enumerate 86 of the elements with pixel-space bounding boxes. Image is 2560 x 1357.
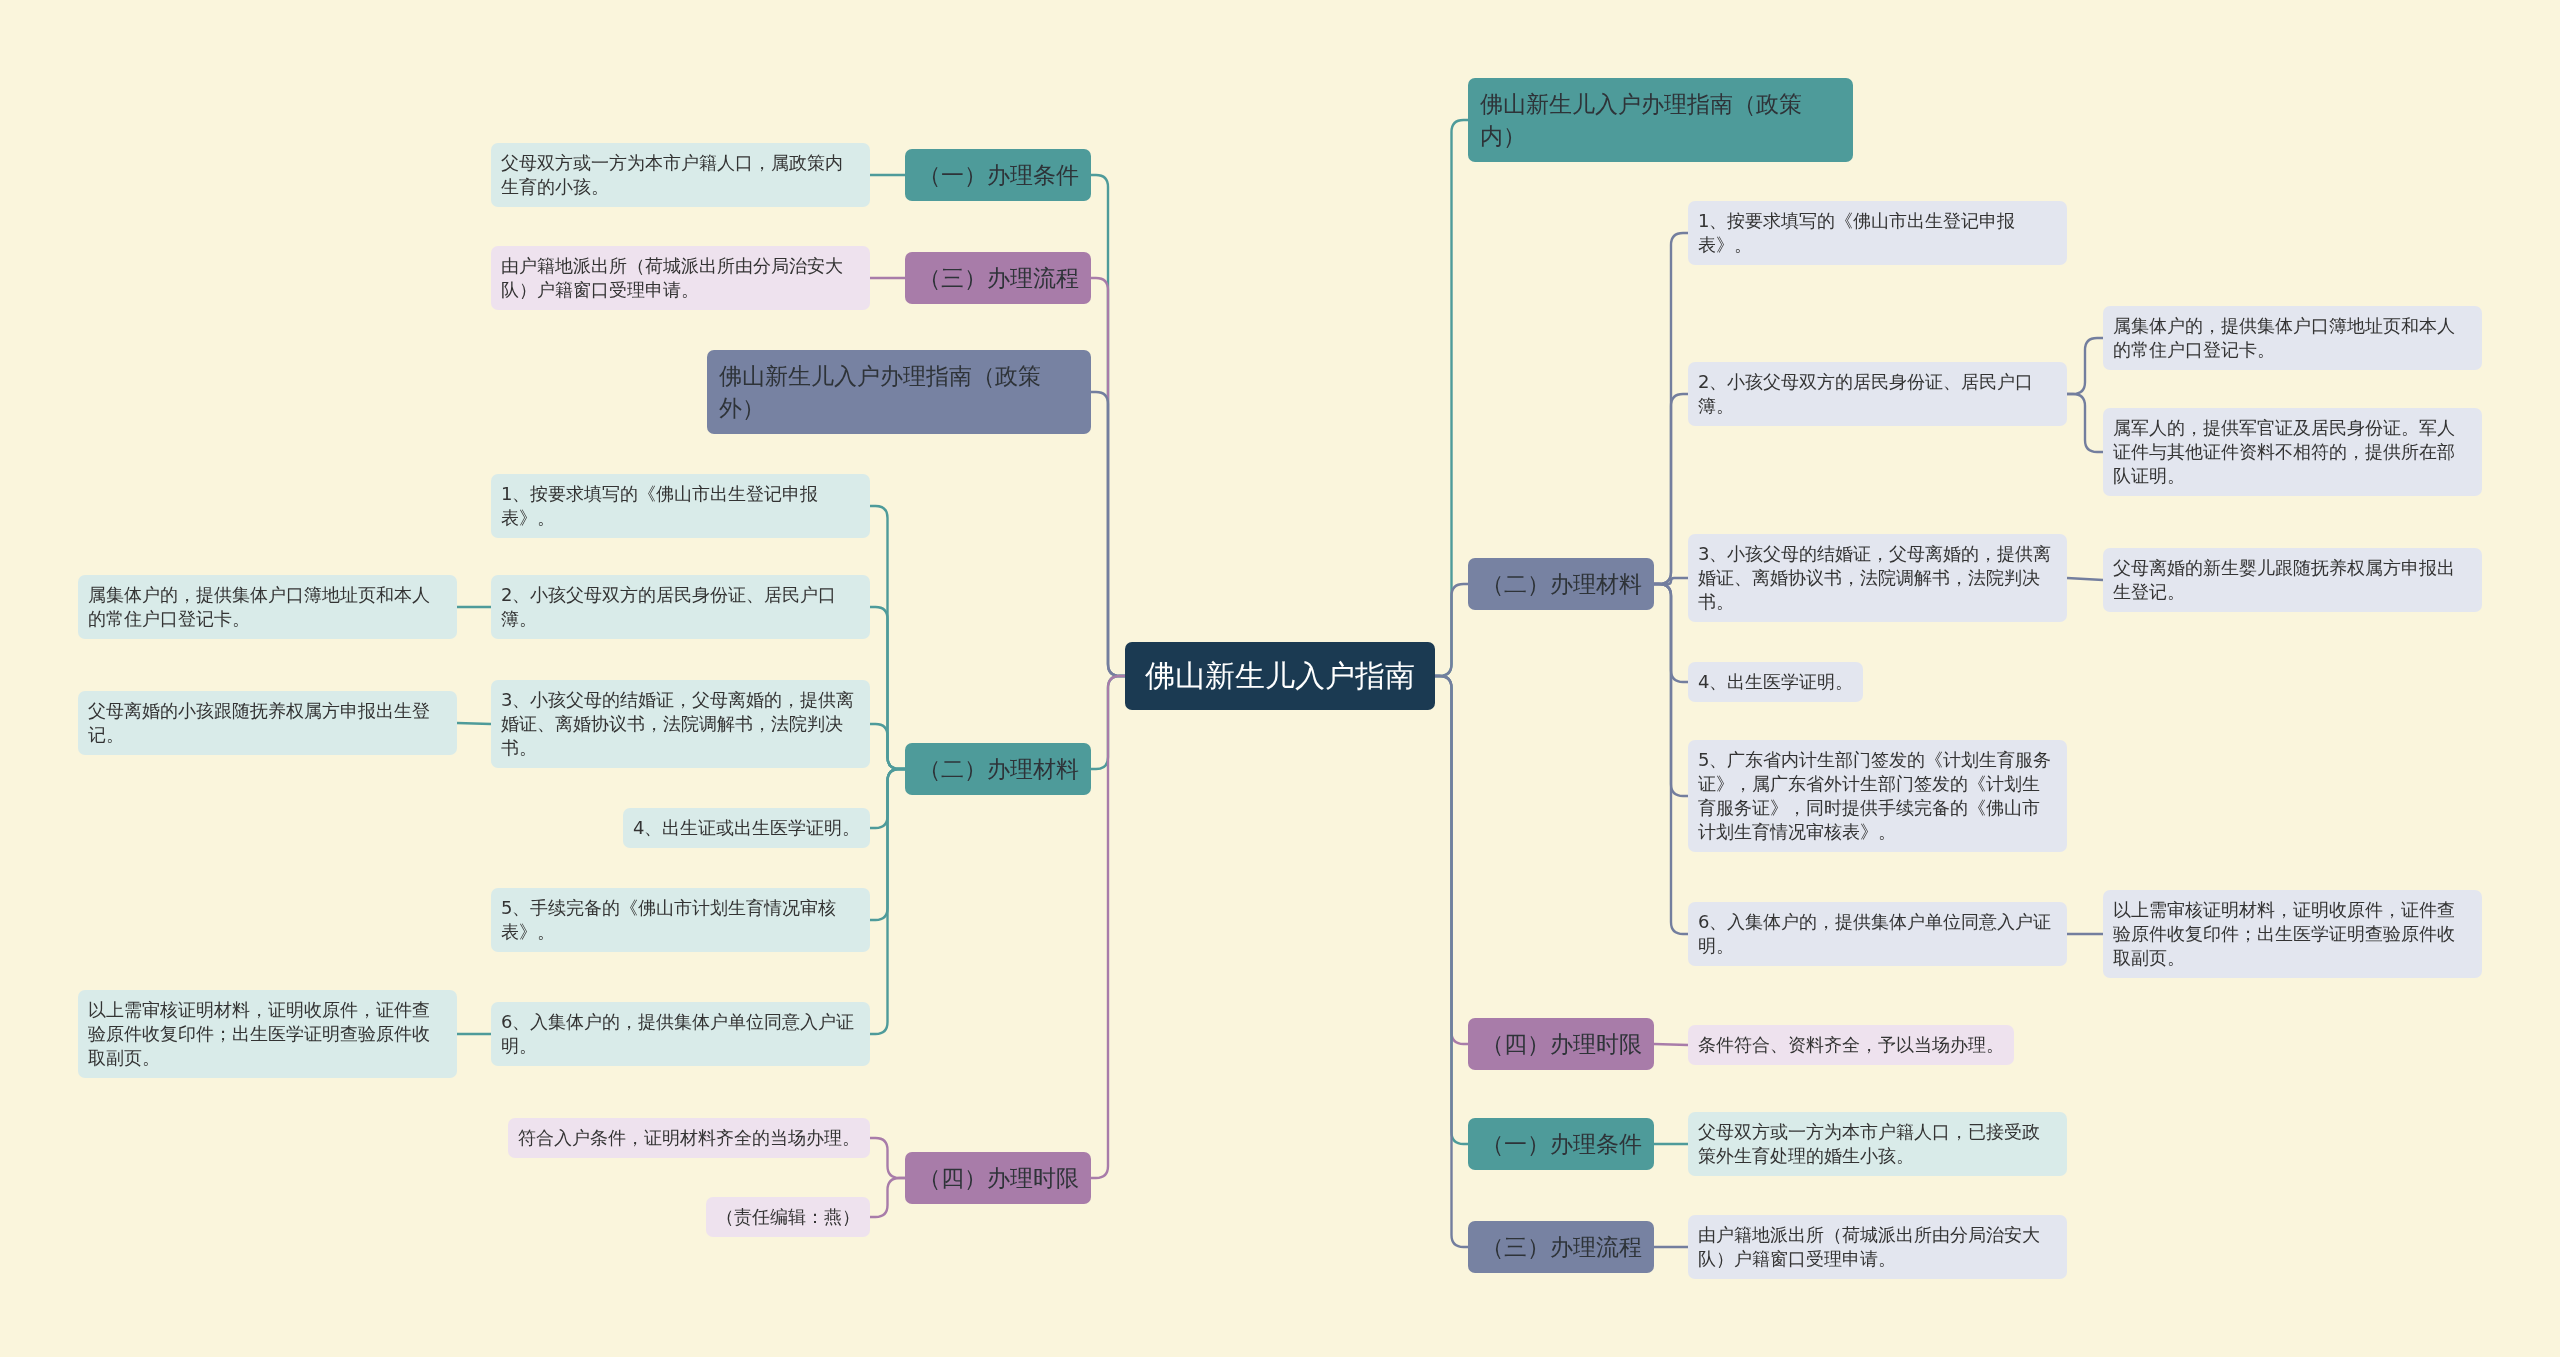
topic-text: 父母离婚的新生婴儿跟随抚养权属方申报出生登记。 [2113, 556, 2456, 604]
connector-line [456, 721, 492, 726]
branch-topic [905, 1152, 1091, 1204]
leaf-topic [491, 575, 870, 639]
branch-topic [1468, 558, 1654, 610]
topic-text: 4、出生医学证明。 [1698, 670, 1854, 694]
leaf-topic [1688, 362, 2067, 426]
topic-text: （四）办理时限 [1480, 1030, 1642, 1059]
leaf-topic [78, 575, 457, 639]
topic-text: 由户籍地派出所（荷城派出所由分局治安大队）户籍窗口受理申请。 [501, 254, 844, 302]
topic-text: （二）办理材料 [1480, 570, 1642, 599]
connector-line [1653, 1042, 1689, 1047]
connector-line [2067, 392, 2103, 454]
topic-text: （一）办理条件 [1480, 1130, 1642, 1159]
topic-text: 由户籍地派出所（荷城派出所由分局治安大队）户籍窗口受理申请。 [1698, 1223, 2041, 1271]
leaf-topic [623, 808, 871, 848]
topic-text: 2、小孩父母双方的居民身份证、居民户口簿。 [1698, 370, 2035, 418]
topic-text: （二）办理材料 [917, 755, 1079, 784]
topic-text: 属集体户的，提供集体户口簿地址页和本人的常住户口登记卡。 [2113, 314, 2456, 362]
connector-line [2067, 932, 2103, 936]
topic-text: 佛山新生儿入户办理指南（政策外） [719, 362, 1042, 423]
leaf-topic [491, 888, 870, 952]
branch-topic [1468, 78, 1853, 162]
topic-text: （一）办理条件 [917, 161, 1079, 190]
leaf-topic [491, 1002, 870, 1066]
leaf-topic [2103, 408, 2482, 496]
topic-text: 4、出生证或出生医学证明。 [633, 816, 861, 840]
topic-text: 父母双方或一方为本市户籍人口，属政策内生育的小孩。 [501, 151, 844, 199]
leaf-topic [491, 143, 870, 207]
topic-text: 2、小孩父母双方的居民身份证、居民户口簿。 [501, 583, 838, 631]
connector-line [870, 173, 905, 177]
branch-topic [905, 252, 1091, 304]
topic-text: 以上需审核证明材料，证明收原件，证件查验原件收复印件；出生医学证明查验原件收取副页。 [88, 998, 431, 1070]
central-topic [1125, 642, 1435, 710]
branch-topic [1468, 1018, 1654, 1070]
leaf-topic [78, 691, 457, 755]
leaf-topic [491, 680, 870, 768]
leaf-topic [1688, 740, 2067, 852]
connector-line [1654, 1142, 1688, 1146]
branch-topic [905, 149, 1091, 201]
leaf-topic [1688, 662, 1864, 702]
topic-text: 佛山新生儿入户办理指南（政策内） [1480, 90, 1803, 151]
leaf-topic [2103, 306, 2482, 370]
leaf-topic [706, 1197, 870, 1237]
topic-text: （三）办理流程 [1480, 1233, 1642, 1262]
connector-line [870, 1176, 905, 1219]
leaf-topic [491, 246, 870, 310]
topic-text: （责任编辑：燕） [716, 1205, 860, 1229]
leaf-topic [491, 474, 870, 538]
connector-line [2066, 576, 2104, 582]
leaf-topic [78, 990, 457, 1078]
leaf-topic [1688, 1215, 2067, 1279]
topic-text: 以上需审核证明材料，证明收原件，证件查验原件收复印件；出生医学证明查验原件收取副页。 [2113, 898, 2456, 970]
branch-topic [1468, 1221, 1654, 1273]
topic-text: 3、小孩父母的结婚证，父母离婚的，提供离婚证、离婚协议书，法院调解书，法院判决书。 [1698, 542, 2053, 614]
topic-text: 6、入集体户的，提供集体户单位同意入户证明。 [1698, 910, 2053, 958]
topic-text: 父母双方或一方为本市户籍人口，已接受政策外生育处理的婚生小孩。 [1698, 1120, 2041, 1168]
connector-line [457, 1032, 491, 1036]
topic-text: 符合入户条件，证明材料齐全的当场办理。 [518, 1126, 860, 1150]
branch-topic [707, 350, 1091, 434]
leaf-topic [508, 1118, 870, 1158]
connector-line [1654, 1245, 1688, 1249]
topic-text: （四）办理时限 [917, 1164, 1079, 1193]
leaf-topic [1688, 534, 2067, 622]
topic-text: 父母离婚的小孩跟随抚养权属方申报出生登记。 [88, 699, 431, 747]
topic-text: 5、手续完备的《佛山市计划生育情况审核表》。 [501, 896, 838, 944]
connector-line [870, 276, 905, 280]
branch-topic [905, 743, 1091, 795]
leaf-topic [1688, 902, 2067, 966]
topic-text: 属集体户的，提供集体户口簿地址页和本人的常住户口登记卡。 [88, 583, 431, 631]
leaf-topic [1688, 201, 2067, 265]
topic-text: 1、按要求填写的《佛山市出生登记申报表》。 [501, 482, 820, 530]
leaf-topic [1688, 1112, 2067, 1176]
topic-text: 5、广东省内计生部门签发的《计划生育服务证》，属广东省外计生部门签发的《计划生育服务证》，同时提供手续完备的《佛山市计划生育情况审核表》。 [1698, 748, 2053, 844]
topic-text: 条件符合、资料齐全，予以当场办理。 [1698, 1033, 2004, 1057]
connector-line [457, 605, 491, 609]
topic-text: 佛山新生儿入户指南 [1144, 657, 1416, 695]
topic-text: 1、按要求填写的《佛山市出生登记申报表》。 [1698, 209, 2017, 257]
topic-text: 3、小孩父母的结婚证，父母离婚的，提供离婚证、离婚协议书，法院调解书，法院判决书。 [501, 688, 856, 760]
branch-topic [1468, 1118, 1654, 1170]
topic-text: 属军人的，提供军官证及居民身份证。军人证件与其他证件资料不相符的，提供所在部队证明。 [2113, 416, 2456, 488]
topic-text: （三）办理流程 [917, 264, 1079, 293]
leaf-topic [2103, 548, 2482, 612]
topic-text: 6、入集体户的，提供集体户单位同意入户证明。 [501, 1010, 856, 1058]
leaf-topic [1688, 1025, 2014, 1065]
leaf-topic [2103, 890, 2482, 978]
